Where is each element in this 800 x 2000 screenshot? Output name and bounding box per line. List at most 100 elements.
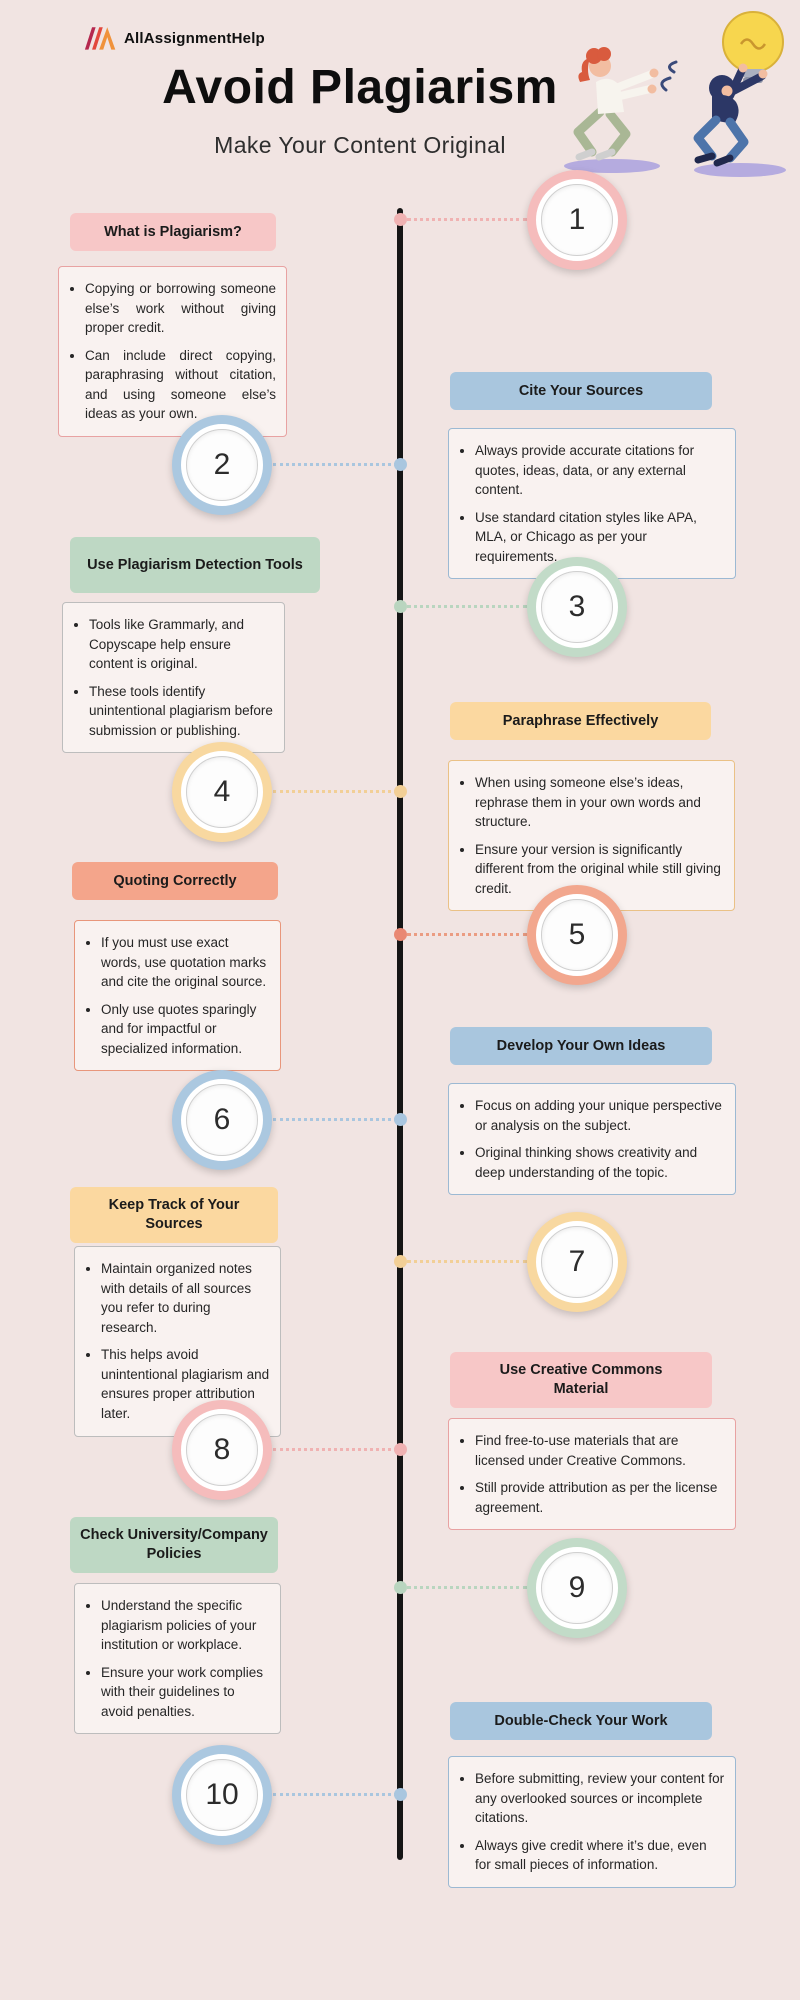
step-number-badge: 8 bbox=[186, 1414, 258, 1486]
connector-dot bbox=[394, 1581, 407, 1594]
bullet-item: Find free-to-use materials that are lice… bbox=[475, 1431, 725, 1470]
step-circle: 1 bbox=[527, 170, 627, 270]
step-number: 3 bbox=[568, 590, 586, 623]
bullet-item: Ensure your version is significantly dif… bbox=[475, 840, 724, 899]
bullet-list: Before submitting, review your content f… bbox=[457, 1769, 725, 1875]
bullet-item: Original thinking shows creativity and d… bbox=[475, 1143, 725, 1182]
step-circle: 9 bbox=[527, 1538, 627, 1638]
shadow-ellipse bbox=[694, 163, 786, 177]
step-number-badge: 9 bbox=[541, 1552, 613, 1624]
bullet-item: Still provide attribution as per the lic… bbox=[475, 1478, 725, 1517]
step-circle: 2 bbox=[172, 415, 272, 515]
connector-line bbox=[273, 1448, 397, 1451]
bullet-item: This helps avoid unintentional plagiaris… bbox=[101, 1345, 270, 1423]
step-title: Keep Track of Your Sources bbox=[70, 1187, 278, 1243]
shadow-ellipse bbox=[564, 159, 660, 173]
step-number-badge: 10 bbox=[186, 1759, 258, 1831]
lightbulb-icon bbox=[722, 11, 784, 83]
bullet-item: Always give credit where it’s due, even … bbox=[475, 1836, 725, 1875]
bullet-list: Focus on adding your unique perspective … bbox=[457, 1096, 725, 1182]
bullet-list: Understand the specific plagiarism polic… bbox=[83, 1596, 270, 1721]
bullet-item: Tools like Grammarly, and Copyscape help… bbox=[89, 615, 274, 674]
connector-line bbox=[273, 463, 397, 466]
connector-line bbox=[407, 1260, 527, 1263]
bullet-item: Can include direct copying, paraphrasing… bbox=[85, 346, 276, 424]
connector-line bbox=[407, 218, 527, 221]
step-number: 4 bbox=[213, 775, 231, 808]
step-card: Always provide accurate citations for qu… bbox=[448, 428, 736, 580]
bullet-list: Always provide accurate citations for qu… bbox=[457, 441, 725, 566]
bullet-item: Maintain organized notes with details of… bbox=[101, 1259, 270, 1337]
bullet-list: Copying or borrowing someone else’s work… bbox=[67, 279, 276, 424]
bullet-item: Always provide accurate citations for qu… bbox=[475, 441, 725, 500]
step-number: 7 bbox=[568, 1245, 586, 1278]
bullet-item: If you must use exact words, use quotati… bbox=[101, 933, 270, 992]
step-title: Use Creative Commons Material bbox=[450, 1352, 712, 1408]
step-card: Before submitting, review your content f… bbox=[448, 1756, 736, 1888]
step-title: Double-Check Your Work bbox=[450, 1702, 712, 1740]
step-number: 2 bbox=[213, 448, 231, 481]
step-circle: 3 bbox=[527, 557, 627, 657]
step-circle: 6 bbox=[172, 1070, 272, 1170]
bullet-item: Before submitting, review your content f… bbox=[475, 1769, 725, 1828]
step-number: 9 bbox=[568, 1571, 586, 1604]
step-card: If you must use exact words, use quotati… bbox=[74, 920, 281, 1072]
step-circle: 5 bbox=[527, 885, 627, 985]
step-number: 1 bbox=[568, 203, 586, 236]
step-number-badge: 1 bbox=[541, 184, 613, 256]
connector-dot bbox=[394, 600, 407, 613]
step-circle: 4 bbox=[172, 742, 272, 842]
step-card: Tools like Grammarly, and Copyscape help… bbox=[62, 602, 285, 754]
step-number: 10 bbox=[205, 1778, 239, 1811]
connector-dot bbox=[394, 1113, 407, 1126]
step-circle: 10 bbox=[172, 1745, 272, 1845]
step-title: Paraphrase Effectively bbox=[450, 702, 711, 740]
bullet-list: Find free-to-use materials that are lice… bbox=[457, 1431, 725, 1517]
bullet-item: Ensure your work complies with their gui… bbox=[101, 1663, 270, 1722]
step-card: Copying or borrowing someone else’s work… bbox=[58, 266, 287, 437]
bullet-item: Only use quotes sparingly and for impact… bbox=[101, 1000, 270, 1059]
step-number-badge: 5 bbox=[541, 899, 613, 971]
connector-dot bbox=[394, 928, 407, 941]
step-number: 6 bbox=[213, 1103, 231, 1136]
step-number: 5 bbox=[568, 918, 586, 951]
bullet-list: Maintain organized notes with details of… bbox=[83, 1259, 270, 1424]
hero-illustration bbox=[564, 11, 786, 177]
bullet-item: Use standard citation styles like APA, M… bbox=[475, 508, 725, 567]
connector-dot bbox=[394, 458, 407, 471]
step-number-badge: 3 bbox=[541, 571, 613, 643]
step-title: Quoting Correctly bbox=[72, 862, 278, 900]
step-number-badge: 6 bbox=[186, 1084, 258, 1156]
bullet-item: Copying or borrowing someone else’s work… bbox=[85, 279, 276, 338]
step-number-badge: 4 bbox=[186, 756, 258, 828]
thief-figure bbox=[693, 63, 768, 167]
connector-line bbox=[273, 790, 397, 793]
connector-line bbox=[273, 1793, 397, 1796]
bullet-item: When using someone else’s ideas, rephras… bbox=[475, 773, 724, 832]
bullet-list: Tools like Grammarly, and Copyscape help… bbox=[71, 615, 274, 740]
connector-line bbox=[407, 605, 527, 608]
page-title: Avoid Plagiarism bbox=[162, 61, 558, 114]
step-card: Focus on adding your unique perspective … bbox=[448, 1083, 736, 1196]
brand-logo: AllAssignmentHelp bbox=[84, 26, 265, 50]
bullet-list: If you must use exact words, use quotati… bbox=[83, 933, 270, 1058]
connector-dot bbox=[394, 213, 407, 226]
brand-name: AllAssignmentHelp bbox=[124, 29, 265, 47]
page-subtitle: Make Your Content Original bbox=[214, 132, 506, 158]
step-title: Cite Your Sources bbox=[450, 372, 712, 410]
step-card: Find free-to-use materials that are lice… bbox=[448, 1418, 736, 1531]
brand-logo-icon bbox=[84, 27, 116, 50]
step-circle: 7 bbox=[527, 1212, 627, 1312]
bullet-item: These tools identify unintentional plagi… bbox=[89, 682, 274, 741]
step-card: Understand the specific plagiarism polic… bbox=[74, 1583, 281, 1735]
connector-dot bbox=[394, 785, 407, 798]
step-number-badge: 7 bbox=[541, 1226, 613, 1298]
step-title: Develop Your Own Ideas bbox=[450, 1027, 712, 1065]
step-card: Maintain organized notes with details of… bbox=[74, 1246, 281, 1437]
timeline-line bbox=[397, 208, 403, 1860]
step-title: Check University/Company Policies bbox=[70, 1517, 278, 1573]
step-number-badge: 2 bbox=[186, 429, 258, 501]
connector-dot bbox=[394, 1788, 407, 1801]
step-card: When using someone else’s ideas, rephras… bbox=[448, 760, 735, 912]
